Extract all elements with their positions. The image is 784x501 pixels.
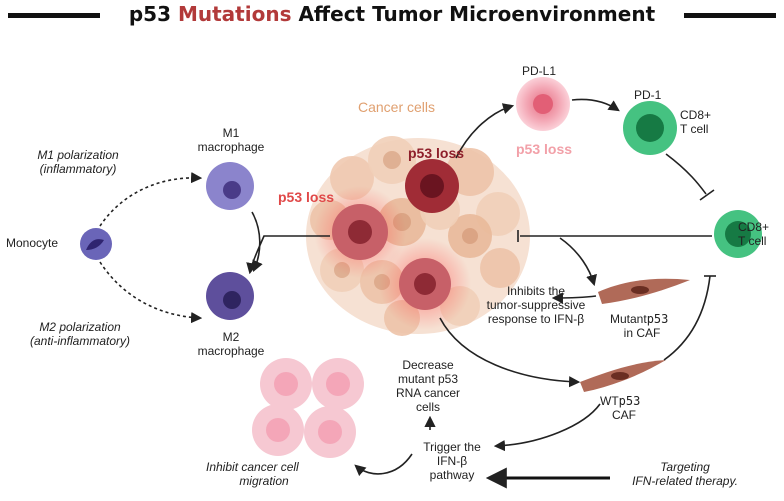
label-cancer-cells: Cancer cells [358, 99, 436, 115]
title-accent: Mutations [177, 2, 292, 26]
label-decrease-2: mutant p53 [397, 372, 459, 386]
arrow-caf-to-inhibits [551, 292, 597, 304]
arrow-monocyte-to-m2 [99, 261, 203, 324]
cd8-t-cell-top [623, 101, 677, 155]
m1-macrophage-cell [206, 162, 254, 210]
label-pd-l1: PD-L1 [522, 64, 557, 78]
label-m2-1: M2 [222, 330, 240, 344]
arrow-trigger-to-migration [354, 453, 413, 477]
title-part1: p53 [128, 2, 172, 26]
label-mutant-caf-1a: Mutant [610, 312, 647, 326]
label-inhibits-2: tumor-suppressive [486, 298, 586, 312]
label-decrease-4: cells [415, 400, 440, 414]
label-inhibits-3: response to IFN-β [487, 312, 585, 326]
label-m1-2: macrophage [197, 140, 265, 154]
label-wt-caf-1b: p53 [618, 394, 641, 408]
label-wt-caf-1a: WT [600, 394, 619, 408]
label-inhibits-1: Inhibits the [506, 284, 566, 298]
cd8-t-cell-right [714, 210, 762, 258]
label-m1-polarization-2: (inflammatory) [39, 162, 117, 176]
inhibit-tcell-top-to-tcell-right [665, 153, 707, 195]
label-trigger-3: pathway [429, 468, 475, 482]
arrow-wt-caf-to-trigger [493, 403, 601, 452]
label-cd8-right-2: T cell [738, 234, 767, 248]
arrow-tumor-to-m2 [246, 235, 330, 275]
label-trigger-2: IFN-β [436, 454, 468, 468]
label-m1-polarization-1: M1 polarization [37, 148, 119, 162]
p53-loss-cell-bottom [399, 258, 451, 310]
m2-macrophage-cell [206, 272, 254, 320]
label-wt-caf-2: CAF [612, 408, 636, 422]
arrow-tumor-to-mutant-caf [559, 237, 597, 287]
label-cd8-right-1: CD8+ [738, 220, 770, 234]
inhibit-wt-caf-to-tcell [663, 275, 711, 361]
label-pd-1: PD-1 [634, 88, 662, 102]
label-targeting-1: Targeting [660, 460, 710, 474]
label-decrease-1: Decrease [402, 358, 454, 372]
label-mutant-caf-1b: p53 [646, 312, 669, 326]
p53-loss-cell-top [405, 159, 459, 213]
label-p53-loss-left: p53 loss [278, 189, 335, 205]
migrating-cancer-cells [252, 358, 364, 458]
label-decrease-3: RNA cancer [395, 386, 461, 400]
label-p53-loss-top: p53 loss [408, 145, 465, 161]
page-title: p53 Mutations Affect Tumor Microenvironm… [0, 2, 784, 26]
label-p53-loss-pink: p53 loss [516, 141, 573, 157]
label-wt-caf-1: WTp53 [600, 394, 640, 408]
arrow-tumor-to-pdl1 [455, 103, 515, 159]
arrow-m1-to-m2 [251, 211, 263, 273]
arrow-pdl1-to-pd1 [571, 98, 620, 112]
label-m2-polarization-2: (anti-inflammatory) [29, 334, 131, 348]
title-bar-right [684, 13, 776, 18]
label-inhibit-migration-1: Inhibit cancer cell [206, 460, 299, 474]
label-cd8-top-1: CD8+ [680, 108, 712, 122]
arrow-monocyte-to-m1 [99, 172, 203, 227]
pd-l1-cell [516, 77, 570, 131]
monocyte-cell [80, 228, 112, 260]
label-cd8-top-2: T cell [680, 122, 709, 136]
label-mutant-caf-2: in CAF [623, 326, 661, 340]
label-targeting-2: IFN-related therapy. [632, 474, 738, 488]
wt-caf-cell [580, 360, 666, 392]
label-mutant-caf-1: Mutantp53 [610, 312, 668, 326]
label-monocyte: Monocyte [6, 236, 59, 250]
label-inhibit-migration-2: migration [239, 474, 289, 488]
p53-loss-cell-left [332, 204, 388, 260]
arrow-tumor-to-wt-caf [439, 317, 581, 388]
title-part2: Affect Tumor Microenvironment [298, 2, 656, 26]
label-m1-1: M1 [222, 126, 240, 140]
mutant-caf-cell [598, 278, 690, 304]
label-m2-polarization-1: M2 polarization [39, 320, 121, 334]
title-bar-left [8, 13, 100, 18]
label-trigger-1: Trigger the [423, 440, 481, 454]
label-m2-2: macrophage [197, 344, 265, 358]
